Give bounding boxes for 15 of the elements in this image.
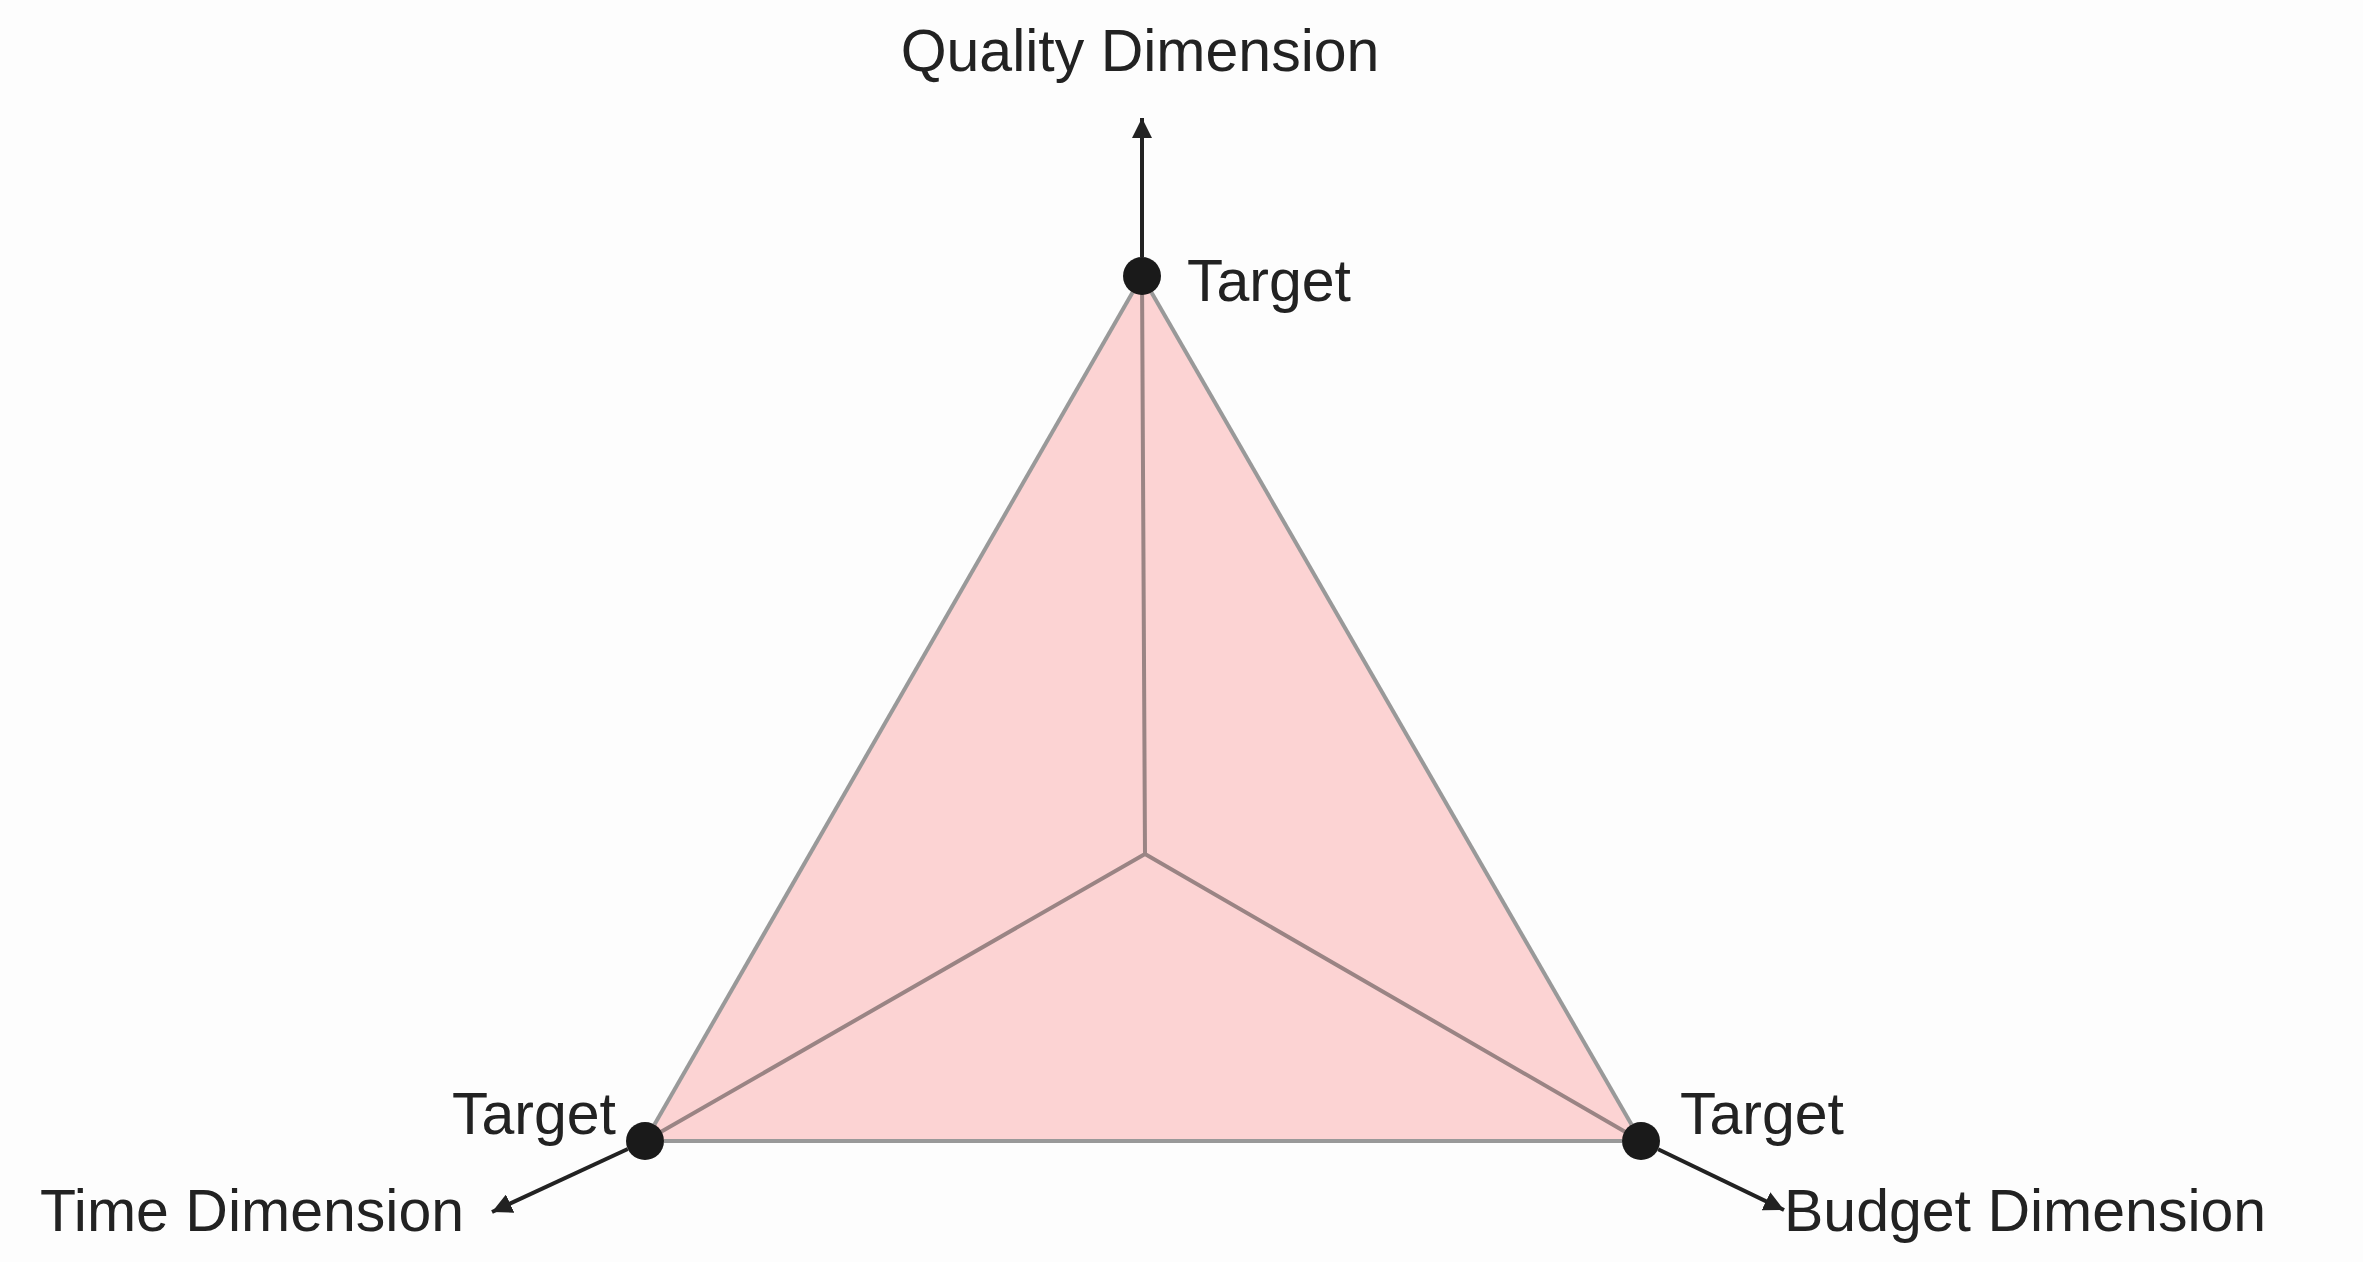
axis-arrow — [491, 1147, 629, 1214]
target-dot — [1123, 257, 1161, 295]
target-dot — [1622, 1122, 1660, 1160]
triangle-side — [652, 291, 1135, 1126]
target-label: Target — [452, 1085, 616, 1144]
axis-arrow — [1132, 118, 1152, 257]
dimension-label: Time Dimension — [40, 1181, 465, 1241]
triangle-side — [664, 1139, 1622, 1143]
dimension-label: Quality Dimension — [900, 22, 1380, 81]
target-dot — [626, 1122, 664, 1160]
target-label: Target — [1680, 1085, 1844, 1144]
triangle-side — [1149, 291, 1634, 1126]
dimension-label: Budget Dimension — [1784, 1181, 2267, 1241]
target-label: Target — [1187, 252, 1351, 311]
axis-arrow — [1657, 1147, 1785, 1212]
